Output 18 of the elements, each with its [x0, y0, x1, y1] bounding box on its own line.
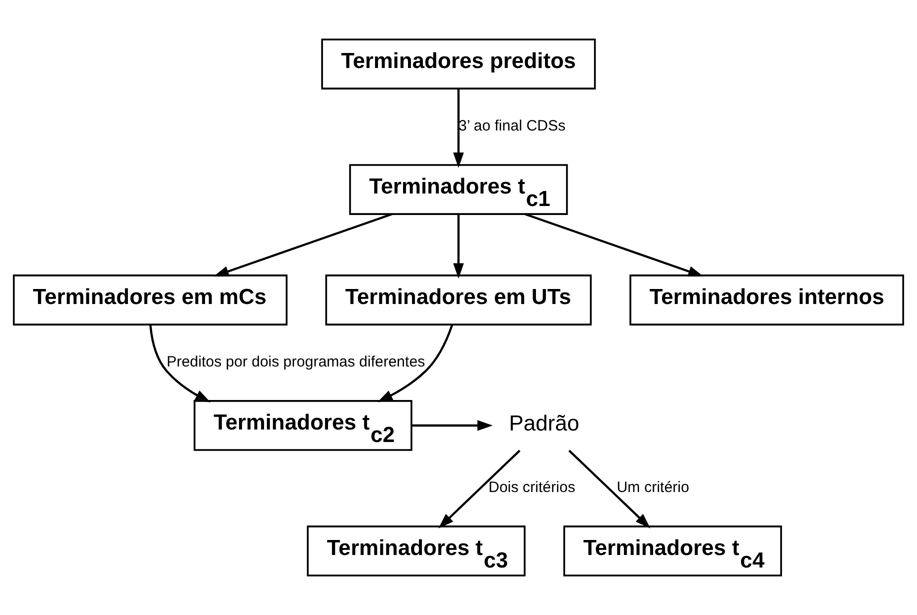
node-box: Terminadores internos: [629, 274, 904, 326]
arrow: [411, 420, 493, 431]
edge-label: Um critério: [616, 479, 690, 496]
arrow: [438, 450, 520, 528]
edge-label: Dois critérios: [488, 479, 576, 496]
node-box: Terminadores preditos: [321, 38, 596, 90]
node-box: Terminadores em UTs: [325, 274, 592, 326]
edge-label: Preditos por dois programas diferentes: [166, 354, 426, 371]
arrow: [149, 325, 211, 402]
node-text: Padrão: [508, 410, 580, 436]
arrow: [568, 450, 650, 528]
arrow: [524, 213, 704, 277]
edge-label: 3’ ao final CDSs: [458, 118, 566, 135]
node-box: Terminadores em mCs: [12, 274, 288, 326]
arrow: [213, 213, 392, 277]
arrow: [453, 89, 464, 168]
arrow: [377, 324, 454, 402]
arrow: [453, 214, 464, 279]
